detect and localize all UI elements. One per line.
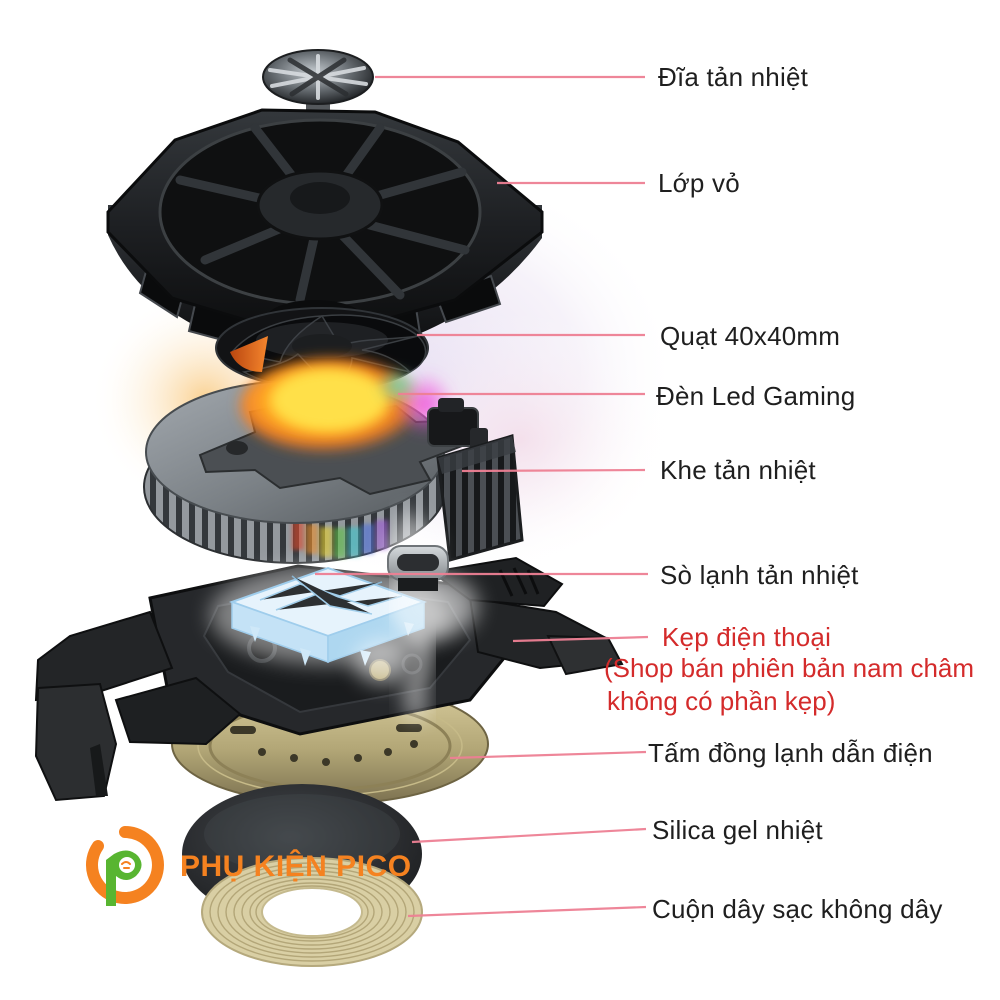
label-phone-clip: Kẹp điện thoại — [662, 622, 832, 652]
label-heat-disc: Đĩa tản nhiệt — [658, 62, 809, 92]
part-coil-illustration — [201, 857, 423, 967]
brand-logo: PHỤ KIỆN PICO — [84, 824, 412, 910]
clip-note-line1: (Shop bán phiên bản nam châm — [604, 653, 975, 683]
clip-note-line2: không có phần kẹp) — [607, 686, 836, 716]
label-fan: Quạt 40x40mm — [660, 321, 841, 351]
label-silica: Silica gel nhiệt — [652, 815, 823, 845]
label-led: Đèn Led Gaming — [656, 381, 856, 411]
part-usb-connector-illustration — [387, 545, 449, 591]
label-gold-plate: Tấm đồng lạnh dẫn điện — [648, 738, 933, 768]
part-heat-disc-illustration — [262, 49, 374, 112]
label-coil: Cuộn dây sạc không dây — [652, 894, 943, 924]
part-fin-block-illustration — [436, 434, 524, 562]
label-peltier: Sò lạnh tản nhiệt — [660, 560, 859, 590]
brand-name: PHỤ KIỆN PICO — [180, 850, 412, 883]
label-heatsink: Khe tản nhiệt — [660, 455, 816, 485]
label-shell: Lớp vỏ — [658, 168, 740, 198]
pico-logo-icon — [86, 826, 164, 906]
leader-lines — [315, 75, 649, 918]
